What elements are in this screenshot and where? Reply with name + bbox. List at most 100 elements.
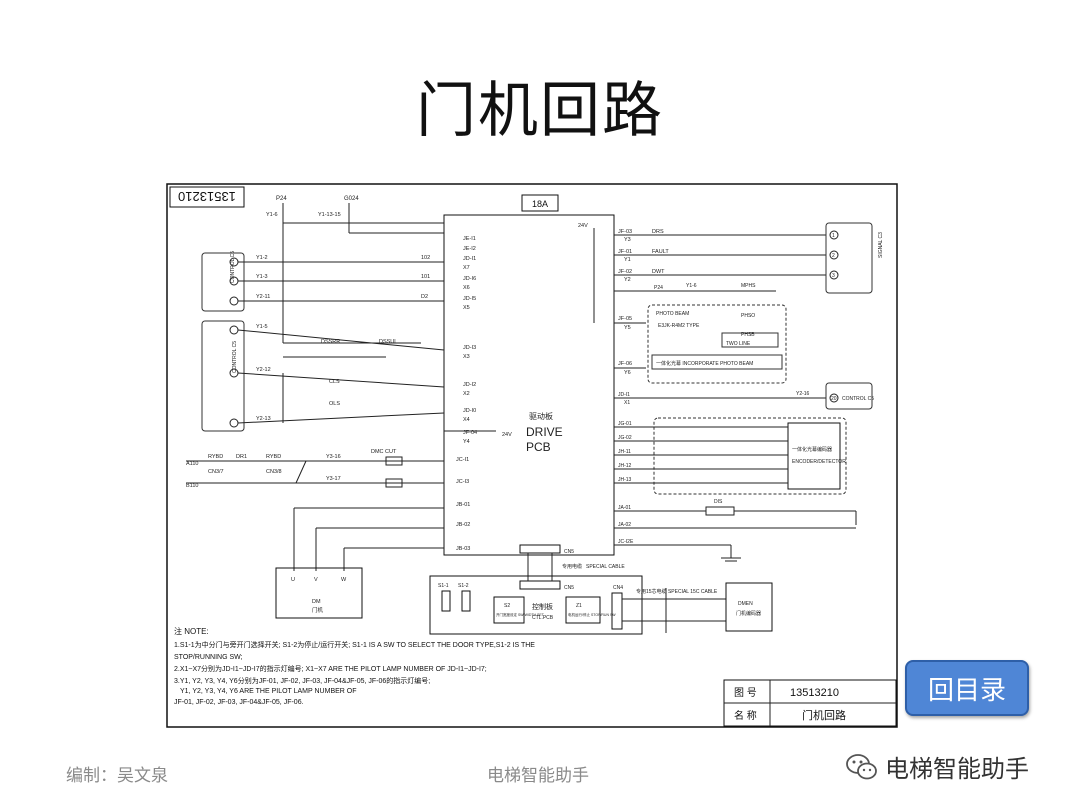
power-dr1: DR1	[236, 454, 247, 460]
encoder-box	[787, 422, 841, 490]
photo-p24: P24	[654, 285, 663, 291]
power-a110: A110	[186, 461, 198, 467]
signal-c3-box	[825, 222, 873, 294]
motor-label: DM	[312, 599, 321, 605]
dmen-box	[725, 582, 773, 632]
photo-beam-label: PHOTO BEAM	[656, 311, 689, 317]
y4-24v: 24V	[502, 432, 512, 438]
input-wire-5: Y2-12	[256, 367, 271, 373]
ja-pin-3: JC-I2E	[618, 539, 634, 545]
dis-resistor	[705, 506, 735, 516]
left-input-lines	[237, 261, 445, 424]
out-pin-4: JF-05	[618, 316, 632, 322]
pin-left-4: JD-I3	[463, 345, 476, 351]
switch-s1-2	[461, 590, 471, 612]
motor-w: W	[341, 577, 347, 583]
title-block	[723, 679, 897, 727]
cn5-connector-top	[519, 544, 561, 554]
signal-num-1: 1	[832, 233, 835, 239]
pin-left-6: JD-I0	[463, 408, 476, 414]
footer-author: 编制：吴文泉	[66, 766, 168, 786]
ja-pin-1: JA-01	[618, 505, 631, 511]
jg-pin-4: JH-12	[618, 463, 632, 469]
jg-pin-5: JH-13	[618, 477, 632, 483]
out-sig-1: DRS	[652, 229, 664, 235]
ctl-pcb-box	[429, 575, 643, 635]
left-control-label-a: CONTROL C5	[230, 251, 236, 283]
board-tag-box	[521, 194, 559, 212]
back-to-contents-button[interactable]: 回目录	[905, 660, 1029, 716]
terminal-y1-13-15: Y1-13-15	[318, 212, 341, 218]
special-15c-label: 专用15芯电缆 SPECIAL 15C CABLE	[636, 588, 718, 595]
title-block-name: 门机回路	[802, 708, 846, 722]
jd01-control-box	[825, 382, 873, 410]
out-sig-2: FAULT	[652, 249, 669, 255]
ctl-pcb-en: CTL.PCB	[532, 615, 554, 621]
input-wire-1: Y1-2	[256, 255, 268, 261]
s2-label: S2	[504, 603, 510, 609]
cn5-connector-bottom	[519, 580, 561, 590]
pin-left-2: JD-I6	[463, 276, 476, 282]
title-block-label-no: 图 号	[734, 687, 757, 699]
power-pin-jc-i1: JC-I1	[456, 457, 469, 463]
motor-pin-jb01: JB-01	[456, 502, 470, 508]
incorporate-photo-box	[651, 354, 783, 370]
x-left-6: X4	[463, 417, 470, 423]
note-line-5: Y1, Y2, Y3, Y4, Y6 ARE THE PILOT LAMP NU…	[180, 688, 357, 695]
switch-label-2: S1-2	[458, 583, 469, 589]
note-line-3: 2.X1~X7分别为JD-I1~JD-I7的指示灯编号; X1~X7 ARE T…	[174, 664, 487, 673]
encoder-group-box	[653, 417, 847, 495]
terminal-g024: G024	[344, 196, 359, 202]
input-num-2: 101	[421, 274, 430, 280]
jg-pin-3: JH-11	[618, 449, 631, 455]
z1-box	[565, 596, 601, 624]
door-machine-circuit-diagram: 13513210 P24 G024 Y1-6 Y1-13-15 18A 驱动板 …	[166, 183, 898, 728]
jd01-x: X1	[624, 400, 630, 406]
pin-left-3: JD-I5	[463, 296, 476, 302]
out-pin-3: JF-02	[618, 269, 632, 275]
note-line-1: 1.S1-1为中分门与旁开门选择开关; S1-2为停止/运行开关; S1-1 I…	[174, 640, 535, 649]
out-pin-5: JF-06	[618, 361, 632, 367]
power-y3-16: Y3-16	[326, 454, 341, 460]
dmen-label: DMEN	[738, 601, 753, 607]
power-cn3-8: CN3/8	[266, 469, 282, 475]
jg-pin-2: JG-02	[618, 435, 632, 441]
pin-jd-top1: JE-I1	[463, 236, 476, 242]
dmen-sub: 门机编码器	[736, 610, 761, 617]
right-output-lines	[593, 228, 826, 369]
special-cable-cn: 专用电缆	[562, 563, 582, 570]
title-block-label-name: 名 称	[734, 709, 757, 722]
drive-pcb-en2: PCB	[526, 440, 551, 454]
out-y-5: Y6	[624, 370, 631, 376]
cn5-label-top: CN5	[564, 549, 574, 555]
input-num-cls: CLS	[329, 379, 340, 385]
drive-pcb-cn: 驱动板	[529, 411, 553, 421]
pin-left-5: JD-I2	[463, 382, 476, 388]
jd01-y: Y2-16	[796, 391, 810, 397]
photo-y1-6: Y1-6	[686, 283, 697, 289]
terminal-y1-6: Y1-6	[266, 212, 278, 218]
out-y-1: Y3	[624, 237, 631, 243]
jd01-box-label: CONTROL C5	[842, 396, 874, 402]
jd01-num: 20	[831, 396, 837, 402]
pin-left-1: JD-I1	[463, 256, 476, 262]
input-wire-4: Y1-5	[256, 324, 268, 330]
pin-y4: Y4	[463, 439, 470, 445]
drive-pcb-box	[443, 214, 615, 556]
input-num-1: 102	[421, 255, 430, 261]
photo-two-line: TWO LINE	[726, 341, 751, 347]
power-rows	[186, 456, 444, 488]
power-dmc-cut: DMC CUT	[371, 449, 397, 455]
cn4-label: CN4	[613, 585, 623, 591]
slide-title: 门机回路	[416, 76, 664, 146]
power-rybd-1: RYBD	[208, 454, 223, 460]
note-heading: 注 NOTE:	[174, 626, 209, 636]
s2-sub: 开门宽度设定 SW WIDTH SET	[496, 612, 545, 617]
watermark-text: 电梯智能助手	[885, 755, 1029, 783]
signal-box-label: SIGNAL C3	[878, 232, 884, 258]
sheet-border	[166, 183, 898, 728]
out-pin-1: JF-03	[618, 229, 632, 235]
cn5-label-bottom: CN5	[564, 585, 574, 591]
power-rybd-2: RYBD	[266, 454, 281, 460]
dis-label: DIS	[714, 499, 723, 505]
